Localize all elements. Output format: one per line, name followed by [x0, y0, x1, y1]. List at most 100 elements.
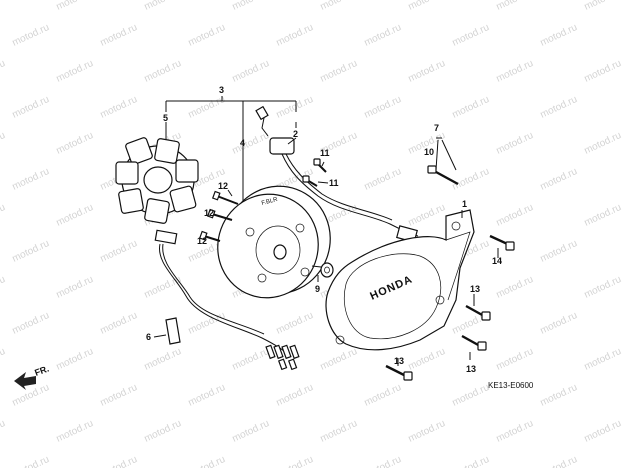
callout-10: 10 [424, 147, 434, 157]
watermark-text: motod.ru [495, 58, 535, 85]
watermark-text: motod.ru [0, 130, 7, 157]
watermark-text: motod.ru [0, 418, 7, 445]
watermark-text: motod.ru [231, 58, 271, 85]
watermark-text: motod.ru [407, 346, 447, 373]
watermark-text: motod.ru [11, 166, 51, 193]
callout-12c: 12 [197, 236, 207, 246]
watermark-text: motod.ru [319, 346, 359, 373]
watermark-text: motod.ru [55, 0, 95, 13]
watermark-text: motod.ru [55, 58, 95, 85]
flywheel: F.BLR [217, 185, 331, 299]
watermark-text: motod.ru [451, 382, 491, 409]
watermark-text: motod.ru [275, 94, 315, 121]
watermark-text: motod.ru [583, 418, 623, 445]
watermark-text: motod.ru [451, 94, 491, 121]
callout-11b: 11 [329, 178, 339, 188]
watermark-text: motod.ru [583, 346, 623, 373]
watermark-text: motod.ru [451, 166, 491, 193]
watermark-text: motod.ru [495, 202, 535, 229]
bolt-7 [427, 137, 459, 186]
watermark-text: motod.ru [319, 58, 359, 85]
callout-13c: 13 [394, 356, 404, 366]
watermark-text: motod.ru [11, 238, 51, 265]
watermark-text: motod.ru [583, 202, 623, 229]
watermark-text: motod.ru [539, 238, 579, 265]
watermark-text: motod.ru [187, 382, 227, 409]
watermark-text: motod.ru [451, 22, 491, 49]
callout-13a: 13 [470, 284, 480, 294]
watermark-text: motod.ru [11, 454, 51, 468]
watermark-text: motod.ru [0, 346, 7, 373]
flywheel-mark: F.BLR [261, 197, 279, 207]
watermark-text: motod.ru [363, 94, 403, 121]
watermark-text: motod.ru [583, 58, 623, 85]
watermark-text: motod.ru [0, 274, 7, 301]
watermark-text: motod.ru [495, 130, 535, 157]
watermark-text: motod.ru [0, 0, 7, 13]
watermark-text: motod.ru [495, 274, 535, 301]
bolt-14 [489, 234, 515, 258]
watermark-text: motod.ru [99, 22, 139, 49]
watermark-text: motod.ru [0, 58, 7, 85]
watermark-text: motod.ru [99, 382, 139, 409]
front-label: FR. [33, 364, 50, 378]
watermark-text: motod.ru [231, 0, 271, 13]
watermark-text: motod.ru [143, 346, 183, 373]
watermark-text: motod.ru [231, 130, 271, 157]
watermark-text: motod.ru [451, 454, 491, 468]
watermark-text: motod.ru [11, 94, 51, 121]
diagram-code: KE13-E0600 [488, 381, 534, 390]
watermark-text: motod.ru [0, 202, 7, 229]
watermark-text: motod.ru [539, 22, 579, 49]
watermark-text: motod.ru [99, 454, 139, 468]
leader-lines [227, 137, 463, 218]
watermark-text: motod.ru [407, 202, 447, 229]
callout-12b: 12 [204, 208, 214, 218]
watermark-text: motod.ru [539, 454, 579, 468]
watermark-text: motod.ru [55, 274, 95, 301]
watermark-text: motod.ru [99, 238, 139, 265]
bolts-11 [302, 158, 327, 187]
wire-connectors [265, 344, 300, 371]
bolts-13 [385, 294, 491, 381]
watermark-text: motod.ru [583, 130, 623, 157]
watermark-text: motod.ru [55, 202, 95, 229]
watermark-text: motod.ru [11, 310, 51, 337]
watermark-text: motod.ru [319, 418, 359, 445]
watermark-text: motod.ru [143, 0, 183, 13]
bolts-12 [198, 190, 239, 242]
callout-5: 5 [163, 113, 168, 123]
watermark-text: motod.ru [143, 58, 183, 85]
watermark-text: motod.ru [11, 22, 51, 49]
callout-14: 14 [492, 256, 502, 266]
stator [115, 137, 291, 357]
watermark-text: motod.ru [407, 58, 447, 85]
watermark-text: motod.ru [363, 22, 403, 49]
watermark-text: motod.ru [363, 382, 403, 409]
watermark-text: motod.ru [363, 166, 403, 193]
watermark-text: motod.ru [363, 454, 403, 468]
callout-13b: 13 [466, 364, 476, 374]
watermark-text: motod.ru [275, 22, 315, 49]
watermark-text: motod.ru [187, 22, 227, 49]
watermark-text: motod.ru [407, 418, 447, 445]
watermark-text: motod.ru [495, 346, 535, 373]
watermark-text: motod.ru [583, 0, 623, 13]
watermark-text: motod.ru [99, 310, 139, 337]
watermark-text: motod.ru [495, 418, 535, 445]
watermark-text: motod.ru [55, 130, 95, 157]
watermark-text: motod.ru [187, 454, 227, 468]
watermark-text: motod.ru [275, 454, 315, 468]
watermark-text: motod.ru [583, 274, 623, 301]
front-arrow-icon [14, 372, 36, 390]
callout-12a: 12 [218, 181, 228, 191]
cover: HONDA [325, 209, 475, 351]
watermark-text: motod.ru [539, 166, 579, 193]
watermark-text: motod.ru [143, 274, 183, 301]
watermark-text: motod.ru [319, 0, 359, 13]
watermark-text: motod.ru [99, 94, 139, 121]
watermark-text: motod.ru [55, 346, 95, 373]
watermark-text: motod.ru [539, 94, 579, 121]
